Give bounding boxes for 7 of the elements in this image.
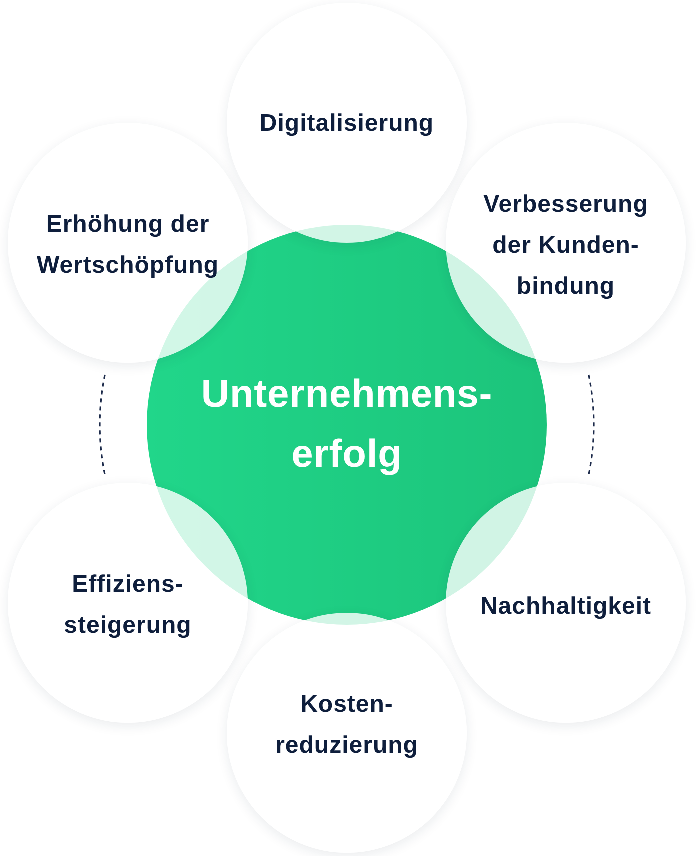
topic-label: Effiziens- steigerung [63,570,193,641]
central-label: Unternehmens- erfolg [200,372,494,478]
topic-label: Erhöhung der Wertschöpfung [36,210,220,281]
topic-label: Kosten- reduzierung [274,690,420,761]
topic-label: Nachhaltigkeit [479,592,653,622]
topic-label: Verbesserung der Kunden- bindung [482,190,650,302]
topic-label: Digitalisierung [258,108,436,138]
